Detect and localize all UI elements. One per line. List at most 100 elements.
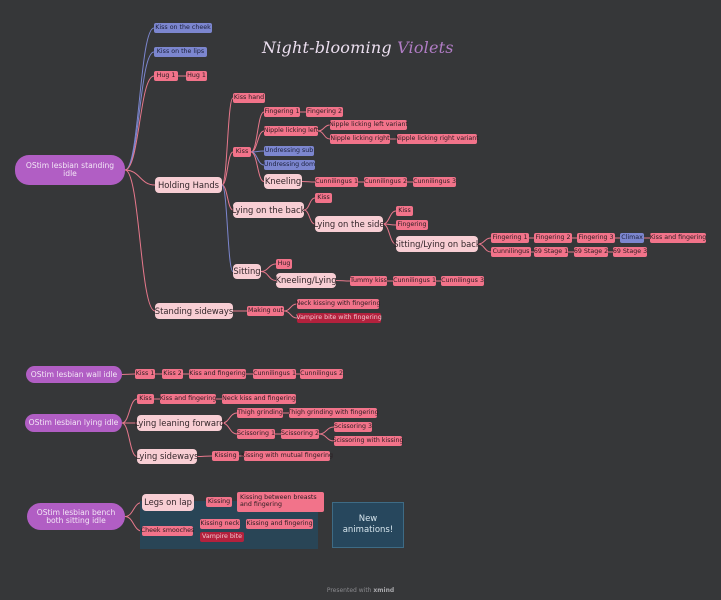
link-root_standing-standing_sideways — [124, 169, 156, 312]
link-root_standing-hug1 — [124, 75, 155, 171]
link-hh_kiss-fingering1 — [250, 111, 265, 153]
node-sitting-hug[interactable]: Hug — [276, 259, 292, 269]
node-scissoring-3[interactable]: Scissoring 3 — [334, 422, 372, 432]
node-kneeling-lying[interactable]: Kneeling/Lying — [276, 273, 337, 288]
node-lying-on-side[interactable]: Lying on the side — [313, 216, 385, 232]
node-hug-1-sub[interactable]: Hug 1 — [186, 71, 207, 81]
node-neck-kissing-with-fingering[interactable]: Neck kissing with fingering — [296, 299, 380, 309]
node-69-stage-1[interactable]: 69 Stage 1 — [534, 247, 568, 257]
node-scissoring-1[interactable]: Scissoring 1 — [237, 429, 275, 439]
node-kissing-between-breasts[interactable]: Kissing between breasts and fingering — [237, 492, 324, 512]
link-holding_hands-hh_kiss — [221, 151, 234, 186]
node-thigh-grinding-with-fingering[interactable]: Thigh grinding with fingering — [287, 408, 379, 418]
link-hh_kiss-kneeling — [250, 151, 265, 182]
root-bench-idle[interactable]: OStim lesbian bench both sitting idle — [27, 503, 125, 530]
node-holding-hands[interactable]: Holding Hands — [155, 177, 222, 193]
node-standing-sideways[interactable]: Standing sideways — [155, 303, 233, 319]
node-kiss-hand[interactable]: Kiss hand — [233, 93, 265, 103]
link-making_out-vampire_bite_fing — [283, 310, 298, 319]
node-lying-side-fingering[interactable]: Fingering — [396, 220, 428, 230]
title-part-2: Violets — [397, 38, 454, 57]
node-slb-cunnilingus[interactable]: Cunnilingus — [491, 247, 531, 257]
root-lying-idle[interactable]: OStim lesbian lying idle — [25, 414, 122, 432]
node-cheek-smooches[interactable]: Cheek smooches — [141, 526, 194, 536]
node-69-stage-2[interactable]: 69 Stage 2 — [574, 247, 608, 257]
node-kiss-on-cheek[interactable]: Kiss on the cheek — [154, 23, 212, 33]
node-kissing-with-mutual-fingering[interactable]: Kissing with mutual fingering — [241, 451, 333, 461]
node-slb-fingering-2[interactable]: Fingering 2 — [534, 233, 572, 243]
node-legs-lap-kissing[interactable]: Kissing — [206, 497, 232, 507]
node-lying-sideways-kissing[interactable]: Kissing — [212, 451, 239, 461]
node-nipple-licking-right[interactable]: Nipple licking right — [330, 134, 390, 144]
link-sc2-sc3 — [318, 426, 335, 435]
link-sitting-kneel_lying — [260, 271, 277, 281]
node-holding-hands-kiss[interactable]: Kiss — [233, 147, 251, 157]
node-slb-fingering-3[interactable]: Fingering 3 — [577, 233, 615, 243]
node-sitting-lying-on-back[interactable]: Sitting/Lying on back — [393, 236, 481, 252]
node-kneeling[interactable]: Kneeling — [264, 174, 302, 189]
node-undressing-dom[interactable]: Undressing dom — [264, 160, 315, 170]
node-lying-leaning-forward[interactable]: Lying leaning forward — [134, 415, 225, 431]
title-part-1: Night-blooming — [262, 38, 392, 57]
link-root_wall-w_kiss1 — [121, 373, 136, 375]
node-wall-kiss-1[interactable]: Kiss 1 — [135, 369, 155, 379]
node-wall-cunnilingus-2[interactable]: Cunnilingus 2 — [300, 369, 343, 379]
node-climax-kiss-and-fingering[interactable]: Kiss and fingering — [650, 233, 706, 243]
node-kl-cunnilingus-3[interactable]: Cunnilingus 3 — [441, 276, 484, 286]
node-hug-1[interactable]: Hug 1 — [154, 71, 178, 81]
link-holding_hands-kiss_hand — [221, 97, 234, 186]
node-sitting[interactable]: Sitting — [233, 264, 261, 279]
link-root_standing-kiss_lips — [124, 51, 155, 171]
node-making-out[interactable]: Making out — [247, 306, 284, 316]
node-nipple-licking-left[interactable]: Nipple licking left — [264, 126, 318, 136]
link-lying_sideways-lsw_kissing — [196, 455, 213, 457]
link-root_lying-lying_sideways — [121, 422, 138, 457]
node-wall-cunnilingus-1[interactable]: Cunnilingus 1 — [253, 369, 296, 379]
node-kl-cunnilingus-1[interactable]: Cunnilingus 1 — [393, 276, 436, 286]
node-lying-side-kiss[interactable]: Kiss — [396, 206, 413, 216]
footer-brand: xmind — [373, 587, 395, 594]
node-kiss-on-lips[interactable]: Kiss on the lips — [154, 47, 207, 57]
node-tummy-kiss[interactable]: Tummy kiss — [350, 276, 387, 286]
node-legs-on-lap[interactable]: Legs on lap — [142, 494, 194, 511]
node-kissing-and-fingering[interactable]: Kissing and fingering — [246, 519, 313, 529]
link-lying_side-sit_lying_back — [382, 223, 397, 245]
node-lying-on-back[interactable]: Lying on the back — [232, 202, 305, 218]
node-lying-neck-kiss-and-fingering[interactable]: Neck kiss and fingering — [222, 394, 296, 404]
link-kneel_lying-tummy_kiss — [335, 280, 351, 282]
node-kissing-neck[interactable]: Kissing neck — [200, 519, 240, 529]
node-nipple-licking-left-variant[interactable]: Nipple licking left variant — [329, 120, 408, 130]
node-lying-kiss-and-fingering[interactable]: Kiss and fingering — [160, 394, 216, 404]
link-kneeling-cunn1 — [301, 181, 316, 183]
node-lying-sideways[interactable]: Lying sideways — [136, 449, 198, 464]
node-vampire-bite[interactable]: Vampire bite — [200, 532, 244, 542]
node-fingering-1[interactable]: Fingering 1 — [264, 107, 300, 117]
node-wall-kiss-2[interactable]: Kiss 2 — [162, 369, 183, 379]
node-vampire-bite-with-fingering[interactable]: Vampire bite with fingering — [296, 313, 382, 323]
node-undressing-sub[interactable]: Undressing sub — [264, 146, 314, 156]
map-title: Night-blooming Violets — [262, 38, 454, 57]
link-lying_lean-thigh — [221, 412, 238, 424]
node-cunnilingus-3[interactable]: Cunnilingus 3 — [413, 177, 456, 187]
root-wall-idle[interactable]: OStim lesbian wall idle — [26, 366, 122, 383]
link-lying_back-lying_side — [303, 209, 316, 225]
link-holding_hands-sitting — [221, 184, 234, 272]
link-sit_lying_back-slb_cunn — [477, 243, 492, 253]
node-thigh-grinding[interactable]: Thigh grinding — [237, 408, 283, 418]
node-scissoring-with-kissing[interactable]: Scissoring with kissing — [333, 436, 404, 446]
node-lying-kiss[interactable]: Kiss — [137, 394, 154, 404]
node-slb-fingering-1[interactable]: Fingering 1 — [491, 233, 529, 243]
node-fingering-2[interactable]: Fingering 2 — [306, 107, 343, 117]
node-cunnilingus-1[interactable]: Cunnilingus 1 — [315, 177, 358, 187]
root-standing-idle[interactable]: OStim lesbian standing idle — [15, 155, 125, 185]
node-69-stage-3[interactable]: 69 Stage 3 — [613, 247, 647, 257]
node-cunnilingus-2[interactable]: Cunnilingus 2 — [364, 177, 407, 187]
link-root_lying-ly_kiss — [121, 398, 138, 424]
node-lying-back-kiss[interactable]: Kiss — [315, 193, 332, 203]
node-wall-kiss-and-fingering[interactable]: Kiss and fingering — [189, 369, 246, 379]
node-climax[interactable]: Climax — [620, 233, 644, 243]
link-sitting-sit_hug — [260, 263, 277, 272]
node-scissoring-2[interactable]: Scissoring 2 — [281, 429, 319, 439]
node-nipple-licking-right-variant[interactable]: Nipple licking right variant — [395, 134, 479, 144]
